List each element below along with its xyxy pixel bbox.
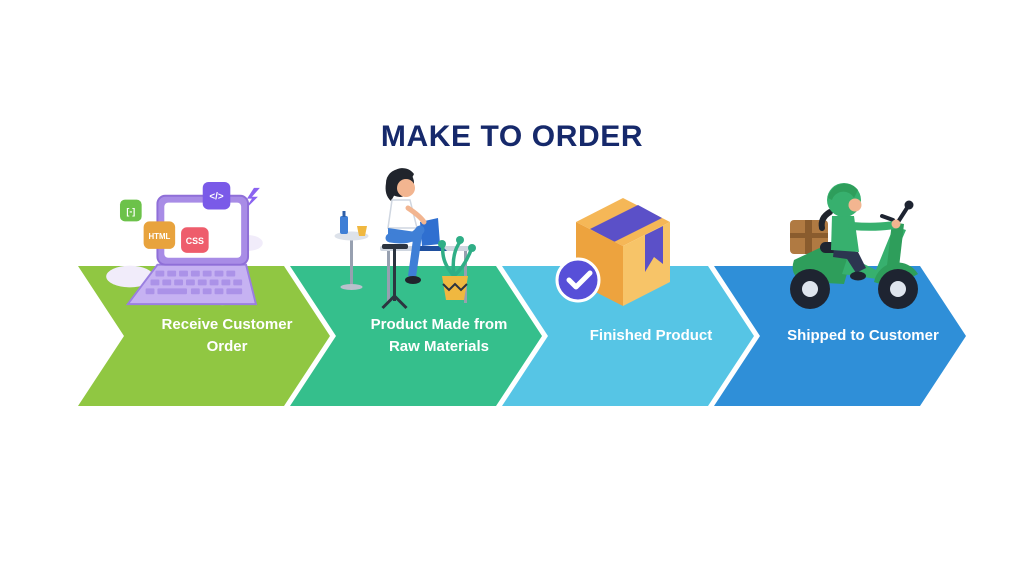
code-tag-badge: </> (202, 181, 231, 210)
step-2-label: Product Made from Raw Materials (370, 315, 508, 356)
check-badge (555, 257, 601, 303)
laptop-keyboard (125, 263, 258, 306)
person-working-at-desk-illustration (334, 168, 476, 310)
package-box-with-checkmark-illustration (555, 198, 670, 306)
delivery-scooter-illustration (790, 183, 918, 309)
code-bracket-badge: [-] (119, 199, 142, 222)
svg-text:</>: </> (209, 192, 223, 203)
page-title: MAKE TO ORDER (380, 120, 644, 153)
step-4-label: Shipped to Customer (787, 326, 939, 344)
delivery-box (790, 220, 828, 254)
rider (818, 183, 901, 281)
check-icon (566, 270, 593, 290)
svg-text:HTML: HTML (148, 232, 170, 241)
step-1-label: Receive Customer Order (161, 315, 293, 356)
laptop-coding-illustration: [-] HTML CSS </> (106, 181, 263, 306)
html-badge: HTML (143, 221, 176, 249)
css-badge: CSS (181, 227, 209, 253)
package-box (576, 198, 670, 306)
potted-plant (438, 236, 476, 300)
wheels (790, 269, 918, 309)
svg-text:CSS: CSS (186, 236, 204, 246)
person (385, 168, 427, 284)
stool (381, 244, 408, 310)
side-table (334, 211, 369, 290)
svg-text:[-]: [-] (126, 206, 135, 216)
laptop-on-desk (412, 218, 447, 251)
step-3-label: Finished Product (589, 326, 713, 344)
